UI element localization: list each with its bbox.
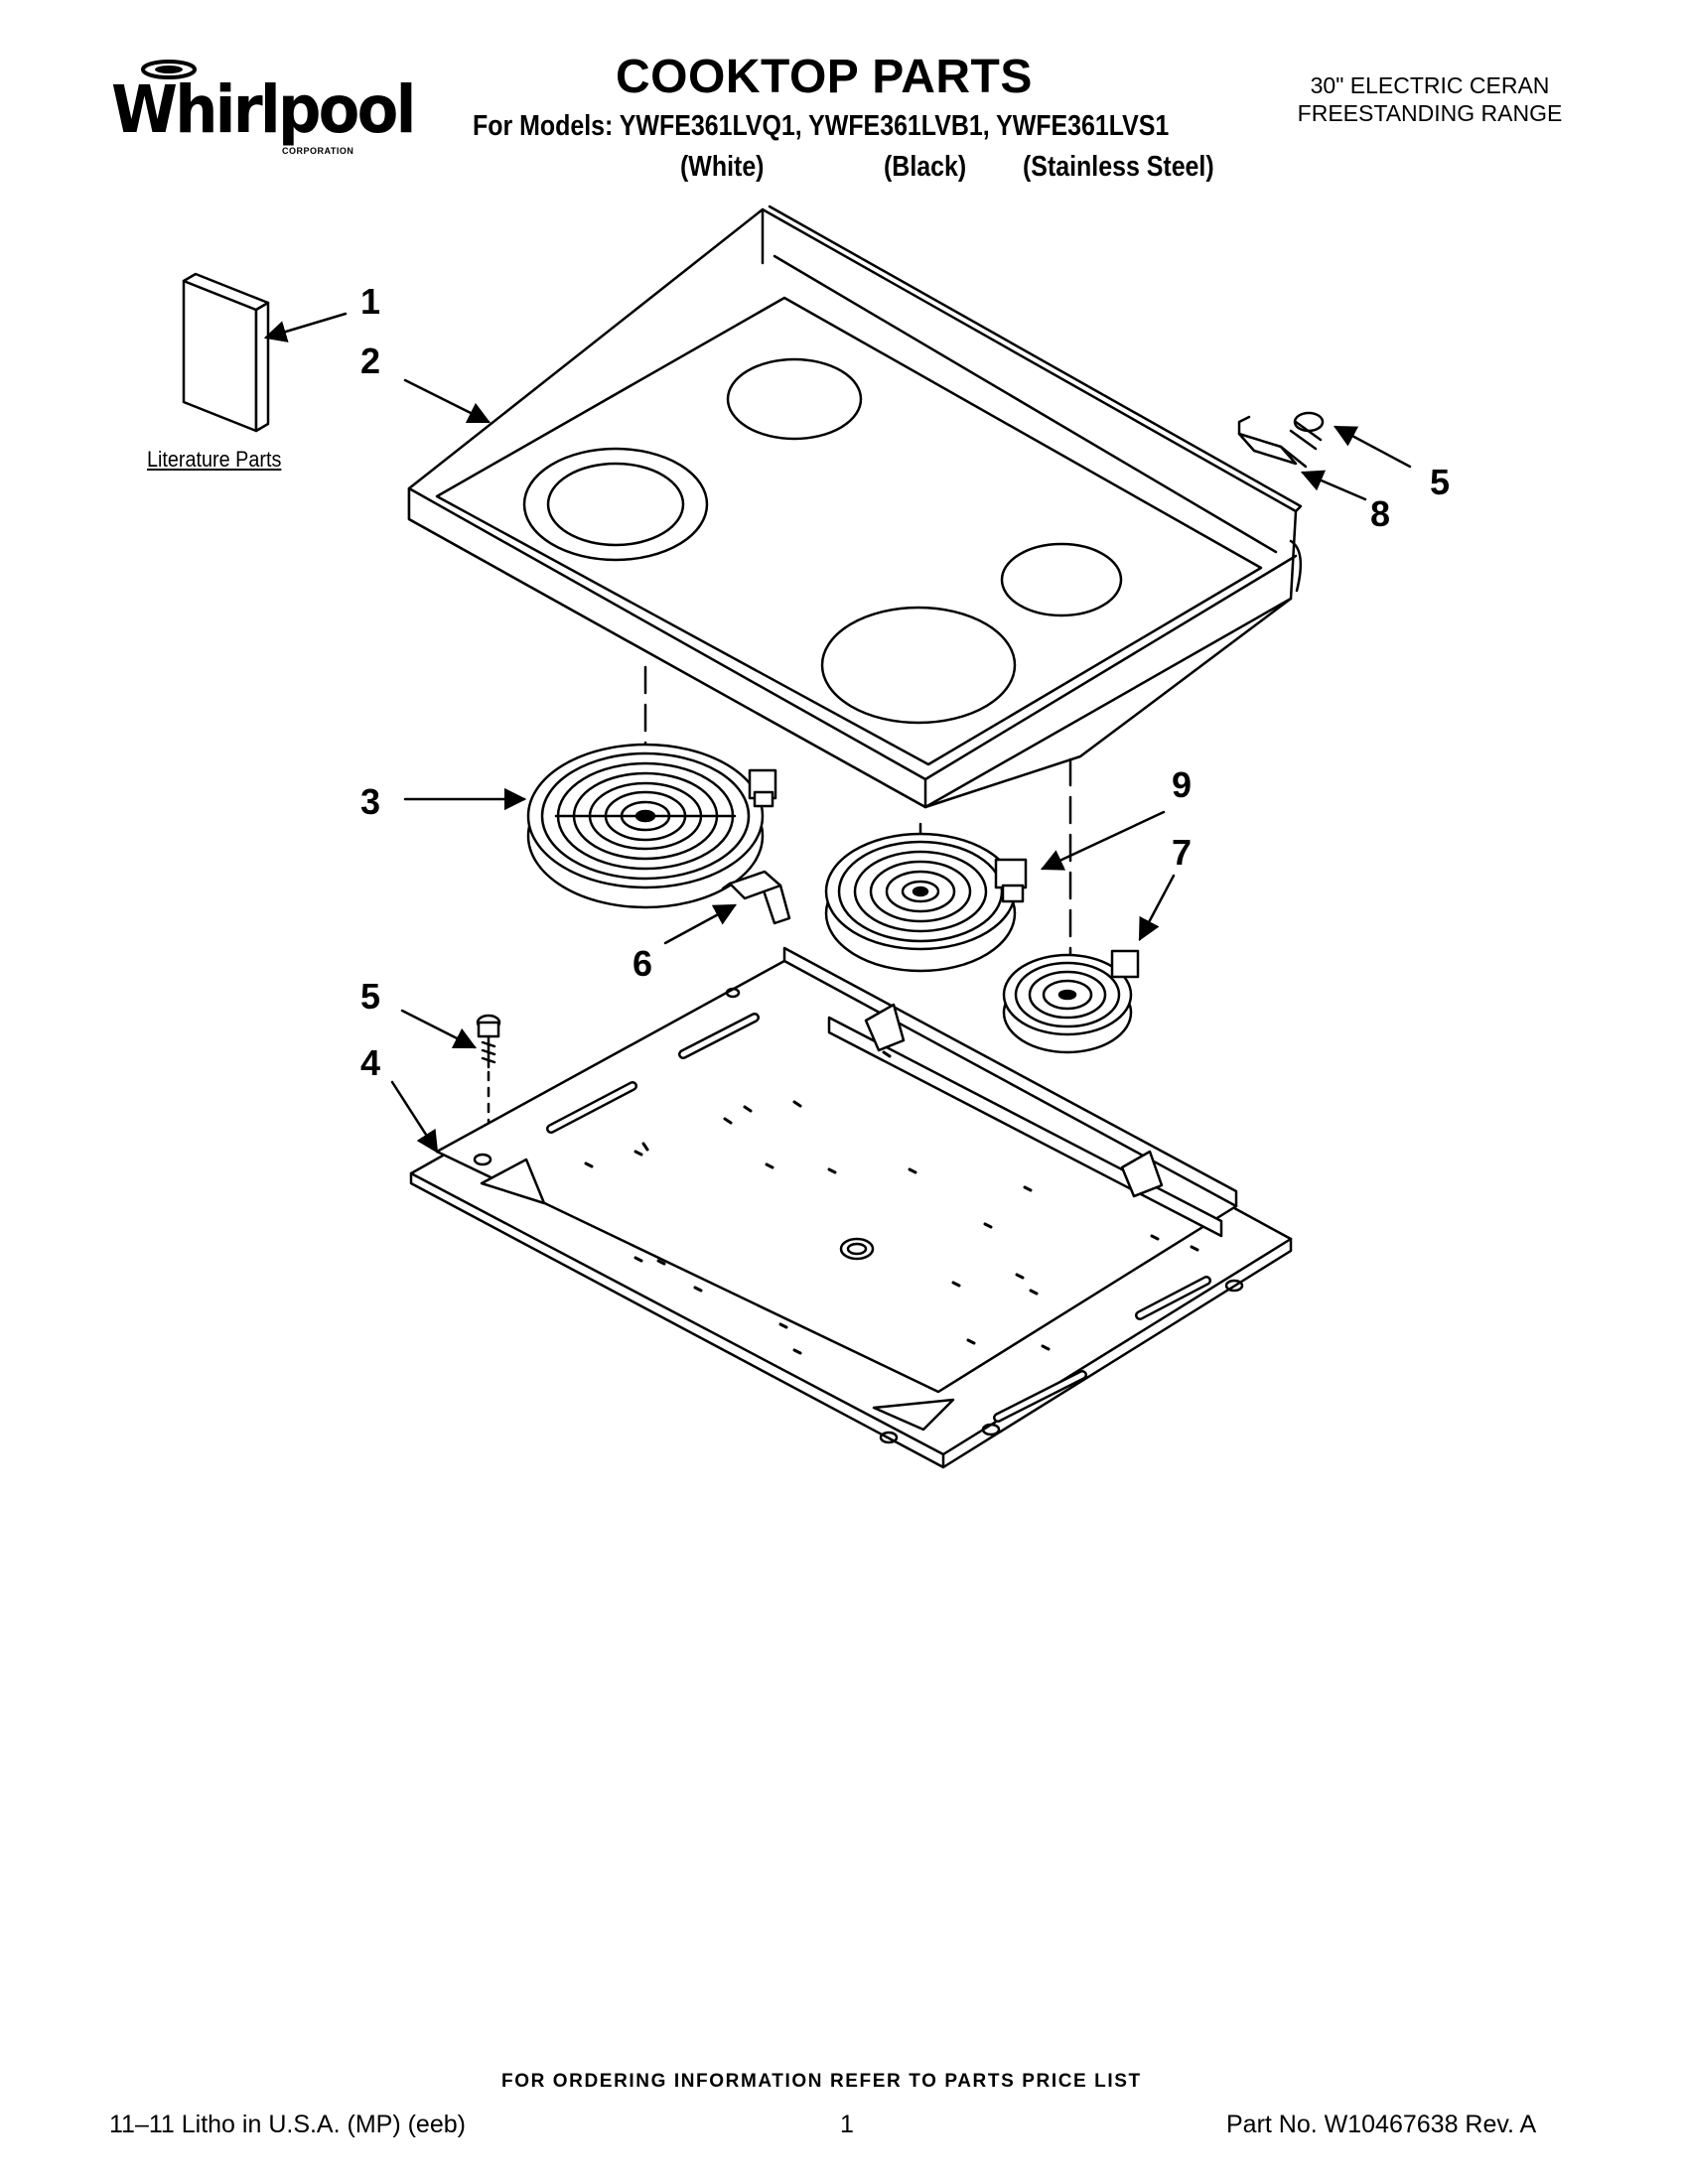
element-clip	[721, 870, 791, 925]
models-line: For Models: YWFE361LVQ1, YWFE361LVB1, YW…	[473, 110, 1170, 142]
top-bracket-and-screw	[1237, 411, 1325, 469]
literature-parts-label: Literature Parts	[147, 447, 282, 472]
literature-booklet	[182, 272, 270, 433]
callout-2: 2	[360, 341, 381, 381]
product-type-line2: FREESTANDING RANGE	[1297, 100, 1563, 126]
product-type-line1: 30" ELECTRIC CERAN	[1310, 72, 1550, 98]
cooktop-base-pan	[409, 946, 1293, 1469]
logo-swoosh-icon	[141, 60, 197, 79]
small-radiant-element	[1002, 949, 1140, 1054]
callout-9: 9	[1172, 764, 1193, 805]
callout-5-bottom: 5	[360, 976, 381, 1017]
color-white: (White)	[680, 151, 765, 183]
ordering-note: FOR ORDERING INFORMATION REFER TO PARTS …	[501, 2071, 1142, 2092]
callout-6: 6	[633, 943, 653, 984]
brand-logo: Whirlpool CORPORATION	[107, 52, 416, 161]
color-stainless: (Stainless Steel)	[1023, 151, 1214, 183]
callout-3: 3	[360, 781, 381, 822]
callout-5-top: 5	[1430, 462, 1451, 502]
product-type: 30" ELECTRIC CERAN FREESTANDING RANGE	[1261, 71, 1599, 127]
large-radiant-element	[526, 743, 777, 909]
cooktop-main-top	[407, 205, 1303, 809]
brand-name: Whirlpool	[111, 71, 416, 148]
page-number: 1	[840, 2111, 854, 2138]
callout-1: 1	[360, 281, 381, 322]
brand-subtitle: CORPORATION	[282, 146, 354, 156]
callout-8: 8	[1370, 493, 1391, 534]
callout-4: 4	[360, 1042, 381, 1083]
bottom-screw	[476, 1014, 501, 1124]
medium-radiant-element	[824, 832, 1028, 973]
callout-7: 7	[1172, 832, 1193, 873]
callout-arrows	[263, 312, 1412, 1154]
base-rivet-marks	[584, 1050, 1199, 1355]
color-black: (Black)	[884, 151, 967, 183]
page-title: COOKTOP PARTS	[616, 51, 1033, 103]
litho-line: 11–11 Litho in U.S.A. (MP) (eeb)	[109, 2111, 466, 2138]
part-number: Part No. W10467638 Rev. A	[1226, 2111, 1537, 2138]
